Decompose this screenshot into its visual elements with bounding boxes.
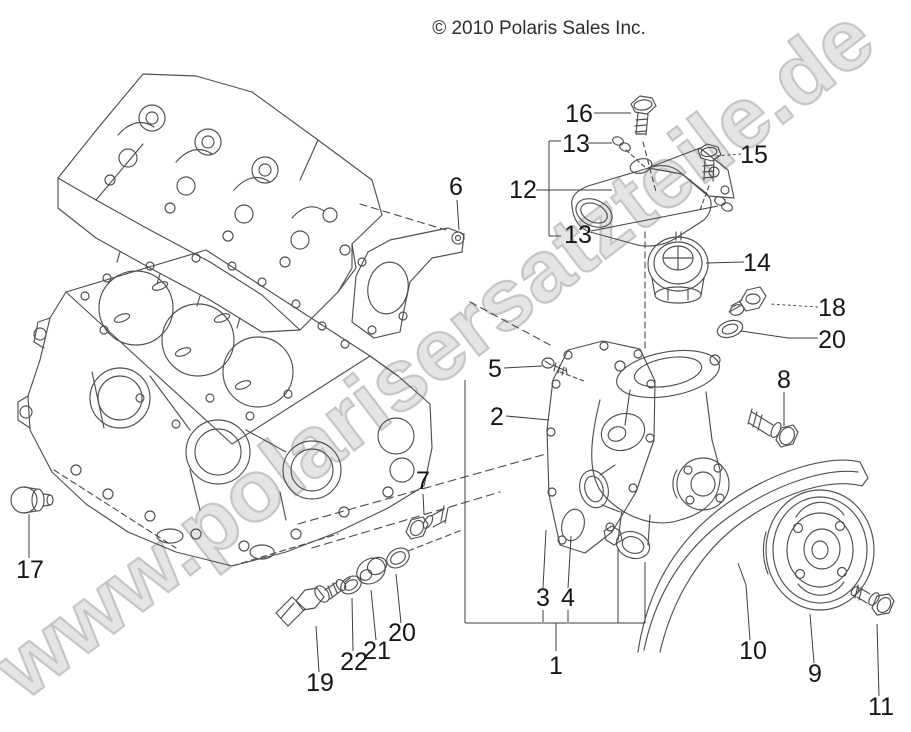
sealing-washer-part: [340, 575, 362, 595]
stud-13-upper-part: [612, 136, 647, 169]
bolt-11-part: [850, 584, 895, 616]
leader-14: [705, 261, 745, 264]
callout-6: 6: [449, 173, 463, 201]
thermostat-part: [644, 231, 709, 353]
fitting-part: [356, 556, 388, 585]
callout-14: 14: [743, 249, 771, 277]
leader-22: [351, 597, 354, 652]
leader-21: [370, 589, 377, 641]
callout-1: 1: [549, 652, 563, 680]
callout-13-upper: 13: [562, 130, 590, 158]
water-pump-body-part: [579, 349, 730, 560]
callout-20-lower: 20: [388, 619, 416, 647]
callout-3: 3: [536, 584, 550, 612]
callout-labels: 16 13 15 12 13 14 18 20 6 5 2 8 7 17 19 …: [16, 100, 894, 721]
drive-belt-part: [637, 459, 869, 653]
callout-12: 12: [509, 176, 537, 204]
leader-15: [715, 153, 742, 157]
stud-13-lower-part: [714, 196, 733, 212]
callout-leaders: [28, 112, 880, 697]
bolt-8-part: [747, 408, 799, 448]
callout-22: 22: [340, 648, 368, 676]
oring-part-bottom: [386, 547, 410, 569]
callout-20-upper: 20: [818, 326, 846, 354]
leader-19: [315, 625, 320, 673]
callout-21: 21: [363, 637, 391, 665]
leader-13-lower: [590, 205, 719, 232]
leader-4: [567, 535, 572, 622]
callout-15: 15: [740, 141, 768, 169]
callout-19: 19: [306, 669, 334, 697]
drain-plug-part: [10, 486, 54, 514]
callout-17: 17: [16, 556, 44, 584]
callout-2: 2: [490, 403, 504, 431]
bolt-7-part: [405, 505, 449, 540]
leader-2: [505, 415, 550, 421]
sensor-axis-dashes: [407, 529, 463, 552]
leader-18: [769, 303, 819, 308]
pulley-part: [762, 489, 875, 611]
gasket-part: [351, 227, 465, 339]
callout-10: 10: [739, 637, 767, 665]
leader-20-lower: [395, 573, 402, 624]
callout-5: 5: [488, 355, 502, 383]
gasket-plate-axis-dashes: [469, 301, 553, 347]
head-gasket-axis-dashes: [359, 203, 447, 231]
cylinder-head-drawing: [57, 73, 383, 333]
callout-11: 11: [868, 693, 894, 721]
washer-20-upper-part: [716, 319, 744, 339]
bolt-15-part: [697, 143, 722, 211]
callout-4: 4: [561, 584, 575, 612]
bracket-12: [536, 140, 612, 237]
callout-8: 8: [777, 366, 791, 394]
watermark-text: www.polarisersatzteile.de: [0, 0, 892, 719]
leader-10: [737, 562, 751, 641]
bracket-1: [464, 380, 646, 651]
leader-5: [503, 365, 543, 369]
callout-18: 18: [818, 294, 846, 322]
screw-5-part: [541, 357, 585, 382]
temp-sensor-part: [275, 577, 351, 627]
callout-13-lower: 13: [564, 221, 592, 249]
callout-16: 16: [565, 100, 593, 128]
callout-7: 7: [416, 467, 430, 495]
mounting-plate-part: [546, 340, 656, 554]
copyright-notice: © 2010 Polaris Sales Inc.: [432, 18, 646, 39]
plug-18-part: [728, 286, 767, 316]
callout-9: 9: [808, 660, 822, 688]
bolt-16-part: [630, 95, 657, 193]
leader-20-upper: [740, 330, 818, 339]
leader-3: [542, 529, 547, 622]
leader-7: [422, 493, 425, 515]
block-pump-axis-dashes: [297, 453, 547, 549]
leader-6: [456, 199, 460, 231]
leader-9: [809, 613, 815, 664]
engine-block-drawing: [17, 249, 433, 567]
oval-seal-part: [561, 508, 585, 542]
leader-11: [876, 623, 880, 697]
line-art: [10, 73, 895, 653]
